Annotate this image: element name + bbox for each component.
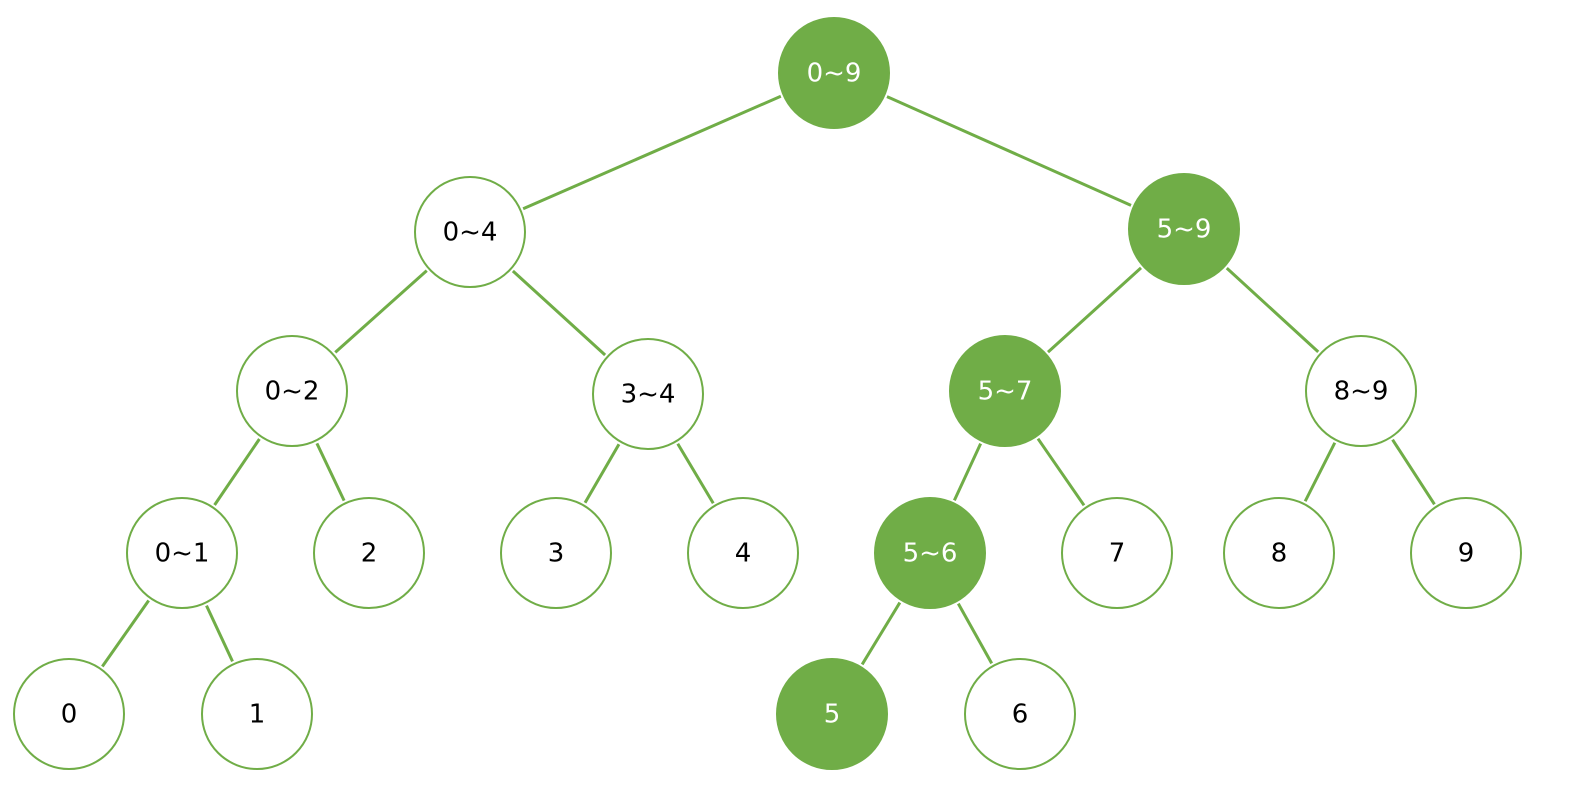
tree-node-7: 7 [1061,497,1173,609]
node-circle [592,338,704,450]
edge-n-0-9-to-n-5-9 [886,95,1132,207]
node-label: 5~9 [1157,215,1212,245]
edge-n-5-6-to-n-6 [956,602,994,665]
tree-node-6: 6 [964,658,1076,770]
tree-node-0-2: 0~2 [236,335,348,447]
tree-node-8-9: 8~9 [1305,335,1417,447]
edge-n-5-7-to-n-5-6 [953,443,982,501]
edge-n-0-4-to-n-0-2 [334,269,428,354]
tree-node-1: 1 [201,658,313,770]
node-circle [1223,497,1335,609]
tree-node-0-9: 0~9 [778,17,890,129]
node-circle [964,658,1076,770]
edge-n-8-9-to-n-9 [1391,438,1436,506]
edge-n-0-1-to-n-1 [205,604,234,663]
node-label: 3~4 [621,380,676,410]
node-label: 6 [1012,700,1029,730]
node-label: 8~9 [1334,377,1389,407]
node-label: 9 [1458,539,1475,569]
node-label: 0~9 [807,59,862,89]
edge-n-0-2-to-n-0-1 [213,438,261,506]
tree-node-5: 5 [776,658,888,770]
tree-node-5-6: 5~6 [874,497,986,609]
tree-node-0-1: 0~1 [126,497,238,609]
node-circle [1128,173,1240,285]
node-label: 3 [548,539,565,569]
tree-node-2: 2 [313,497,425,609]
node-label: 2 [361,539,378,569]
edge-n-3-4-to-n-4 [676,443,715,504]
node-label: 8 [1271,539,1288,569]
node-circle [1061,497,1173,609]
nodes-layer: 0~9 0~4 5~9 0~2 3~4 5~7 8~9 0~1 2 3 4 5~6 7 8 9 0 1 5 6 [13,17,1522,770]
node-circle [126,497,238,609]
node-label: 0~2 [265,377,320,407]
node-label: 0~4 [443,218,498,248]
tree-node-3-4: 3~4 [592,338,704,450]
edge-n-5-7-to-n-7 [1036,437,1086,507]
node-circle [687,497,799,609]
edge-n-8-9-to-n-8 [1303,442,1337,502]
node-circle [414,176,526,288]
node-circle [778,17,890,129]
tree-node-5-9: 5~9 [1128,173,1240,285]
node-label: 7 [1109,539,1126,569]
tree-node-3: 3 [500,497,612,609]
node-label: 4 [735,539,752,569]
node-label: 5~7 [978,377,1033,407]
node-label: 0~1 [155,539,210,569]
tree-node-8: 8 [1223,497,1335,609]
edge-n-0-4-to-n-3-4 [511,269,607,357]
node-circle [13,658,125,770]
edge-n-0-1-to-n-0 [101,599,150,668]
node-label: 5 [824,700,841,730]
node-circle [236,335,348,447]
tree-node-9: 9 [1410,497,1522,609]
tree-node-5-7: 5~7 [949,335,1061,447]
node-circle [313,497,425,609]
tree-node-0-4: 0~4 [414,176,526,288]
edge-n-5-9-to-n-8-9 [1225,267,1320,353]
node-label: 0 [61,700,78,730]
node-circle [874,497,986,609]
node-circle [776,658,888,770]
edge-n-0-9-to-n-0-4 [522,94,782,211]
tree-node-0: 0 [13,658,125,770]
edge-n-5-6-to-n-5 [860,601,902,666]
node-circle [1410,497,1522,609]
node-label: 1 [249,700,266,730]
node-circle [500,497,612,609]
node-circle [201,658,313,770]
edges-layer [101,94,1436,668]
edge-n-0-2-to-n-2 [315,442,346,502]
edge-n-3-4-to-n-3 [583,443,621,504]
node-label: 5~6 [903,539,958,569]
edge-n-5-9-to-n-5-7 [1046,266,1143,354]
node-circle [949,335,1061,447]
tree-node-4: 4 [687,497,799,609]
node-circle [1305,335,1417,447]
